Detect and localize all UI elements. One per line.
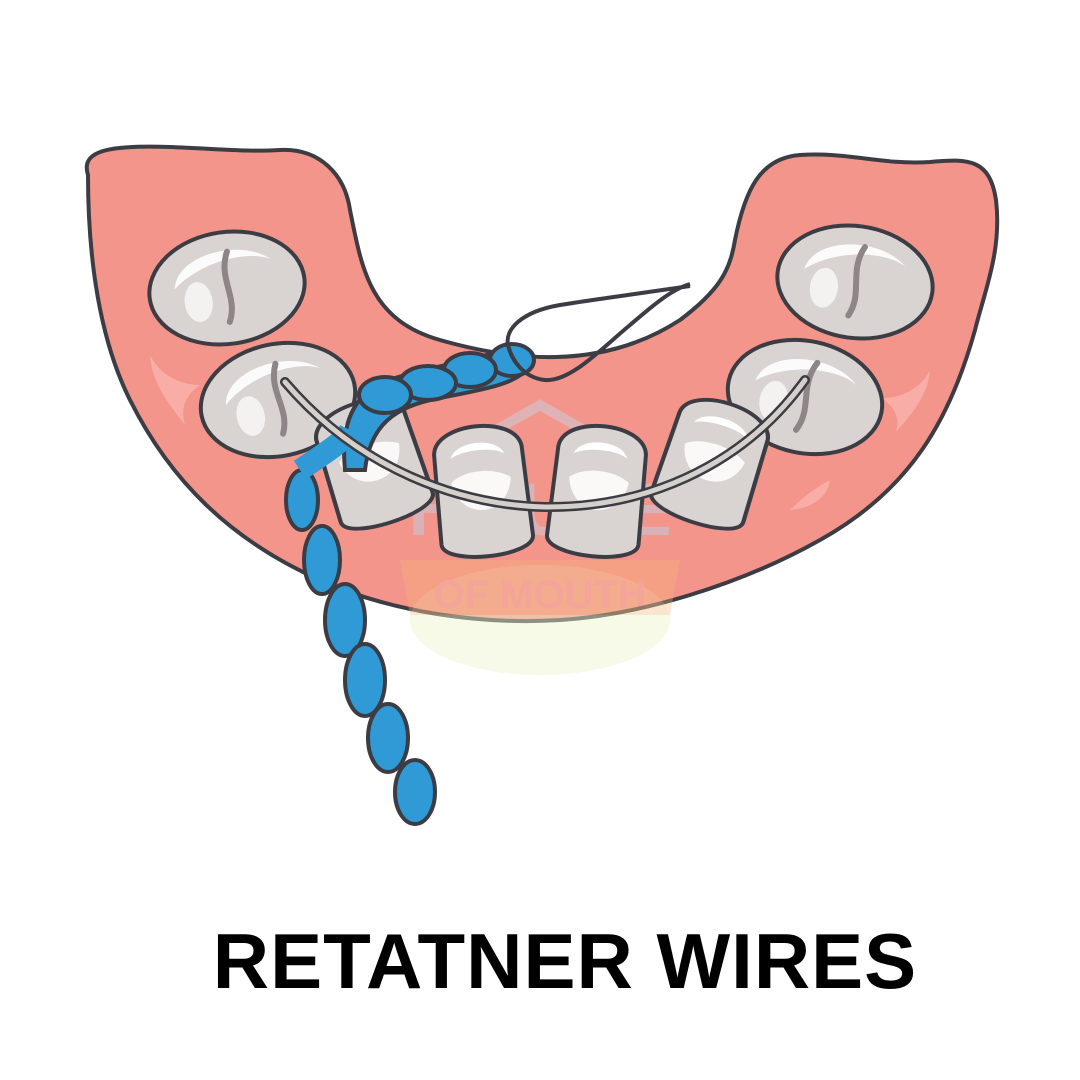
floss-threader	[284, 342, 536, 826]
caption-title: RETATNER WIRES	[212, 917, 918, 1005]
threader-loop	[505, 282, 691, 383]
watermark-line2: OF MOUTH	[433, 573, 646, 617]
